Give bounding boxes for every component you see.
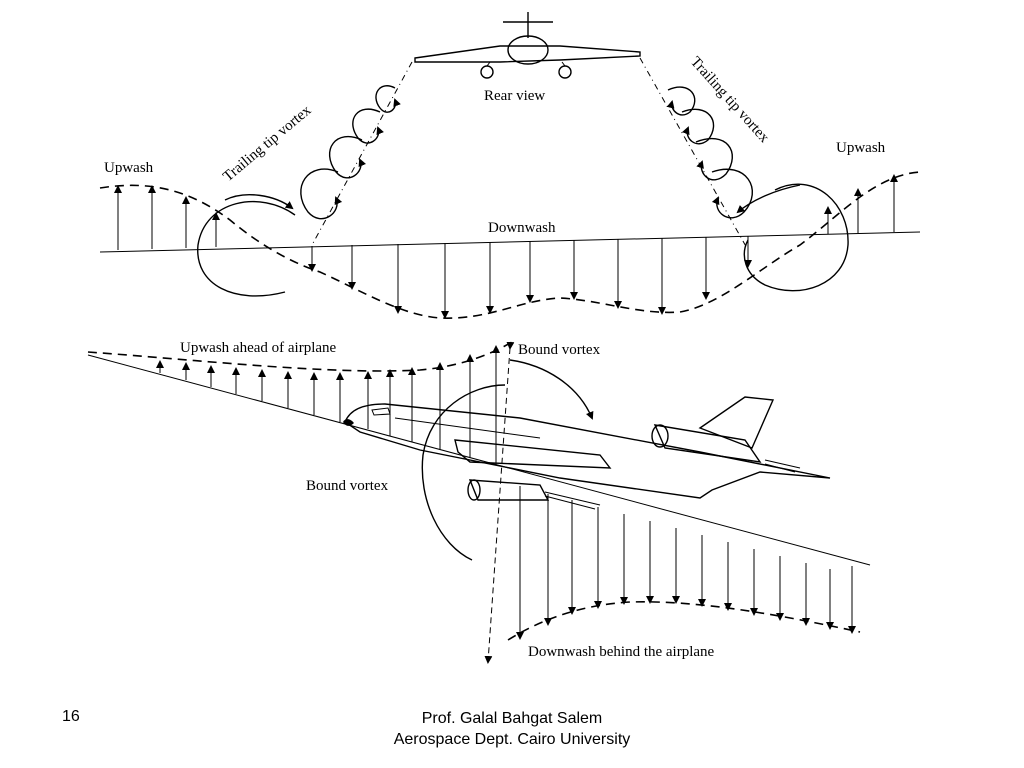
upwash-arrows-left	[114, 185, 220, 250]
side-view-reference-line	[87, 354, 871, 566]
rear-view-label: Rear view	[484, 88, 545, 104]
rear-view-velocity-profile	[99, 171, 921, 319]
left-trailing-vortex	[197, 85, 401, 297]
downwash-behind-label: Downwash behind the airplane	[528, 644, 715, 660]
side-view-airplane	[343, 396, 831, 510]
rear-view-baseline	[99, 231, 921, 253]
downwash-behind-envelope	[507, 601, 861, 641]
downwash-behind-arrows	[516, 486, 856, 640]
right-trailing-vortex	[666, 86, 849, 292]
upwash-left-label: Upwash	[104, 160, 154, 176]
trailing-tip-vortex-left-label: Trailing tip vortex	[220, 102, 315, 185]
bound-vortex-axis	[484, 341, 515, 664]
bound-vortex-top-label: Bound vortex	[518, 342, 601, 358]
upwash-ahead-envelope	[87, 341, 513, 372]
bound-vortex-left-label: Bound vortex	[306, 478, 389, 494]
upwash-arrows-right	[824, 174, 898, 234]
upwash-ahead-label: Upwash ahead of airplane	[180, 340, 337, 356]
trailing-tip-vortex-right-label: Trailing tip vortex	[687, 54, 772, 146]
bound-vortex-circulation	[421, 359, 594, 561]
downwash-label: Downwash	[488, 220, 556, 236]
slide-number: 16	[62, 708, 80, 725]
wing-vortex-diagram: Rear view Trailing tip vortex Trailing t…	[87, 12, 921, 664]
rear-view-airplane	[414, 12, 641, 79]
upwash-right-label: Upwash	[836, 140, 886, 156]
footer-author: Prof. Galal Bahgat Salem	[421, 710, 603, 727]
footer-affiliation: Aerospace Dept. Cairo University	[393, 731, 631, 748]
footer-credit: Prof. Galal Bahgat Salem Aerospace Dept.…	[312, 708, 712, 750]
upwash-ahead-arrows	[156, 345, 500, 465]
downwash-arrows	[308, 236, 752, 319]
